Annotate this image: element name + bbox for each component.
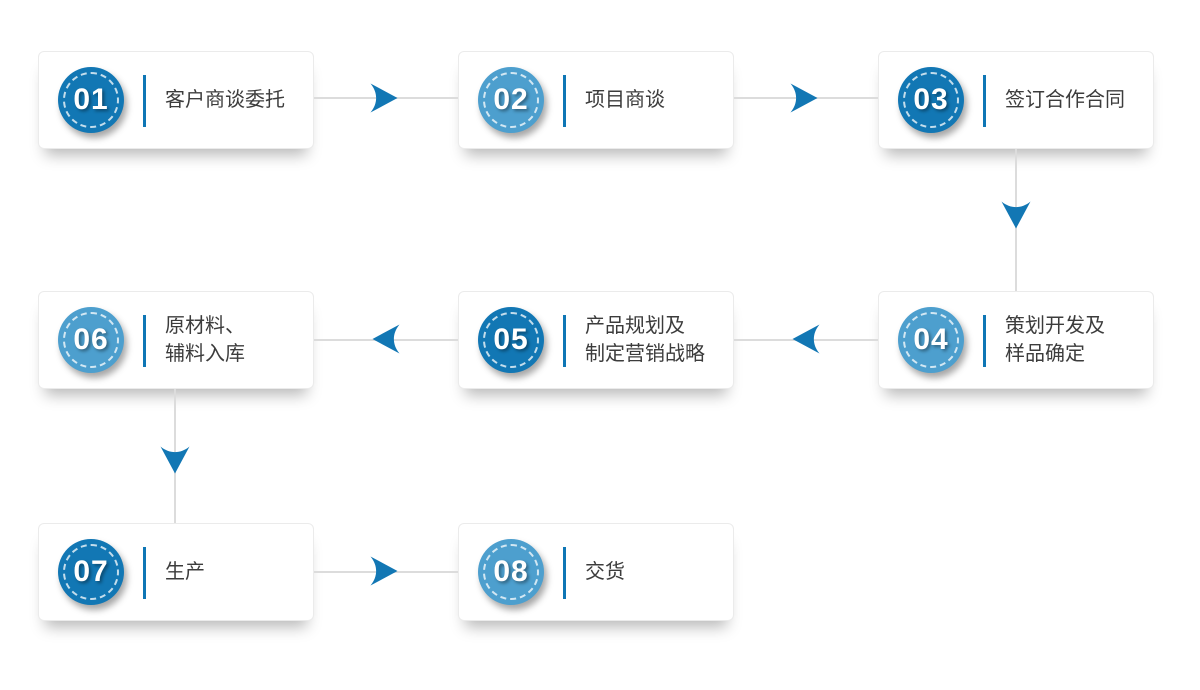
separator-line [143, 75, 146, 127]
step-card-06: 06 原材料、 辅料入库 [38, 291, 314, 389]
arrow-left-icon [792, 324, 820, 354]
step-card-05: 05 产品规划及 制定营销战略 [458, 291, 734, 389]
step-number-badge: 06 [58, 307, 124, 373]
step-number-badge: 07 [58, 539, 124, 605]
arrow-left-icon [372, 324, 400, 354]
step-number: 03 [913, 83, 949, 116]
step-card-01: 01 客户商谈委托 [38, 51, 314, 149]
step-card-02: 02 项目商谈 [458, 51, 734, 149]
step-number: 06 [73, 323, 109, 356]
dashed-ring [63, 312, 119, 368]
arrow-right-icon [370, 83, 398, 113]
arrow-right-icon [790, 83, 818, 113]
separator-line [983, 315, 986, 367]
step-card-03: 03 签订合作合同 [878, 51, 1154, 149]
step-number-badge: 01 [58, 67, 124, 133]
step-label: 项目商谈 [585, 89, 665, 111]
arrow-right-icon [370, 556, 398, 586]
step-number: 01 [73, 83, 109, 116]
step-number-badge: 04 [898, 307, 964, 373]
dashed-ring [903, 312, 959, 368]
separator-line [563, 315, 566, 367]
step-number-badge: 05 [478, 307, 544, 373]
step-card-04: 04 策划开发及 样品确定 [878, 291, 1154, 389]
step-number: 08 [493, 555, 529, 588]
dashed-ring [483, 312, 539, 368]
separator-line [983, 75, 986, 127]
step-number: 07 [73, 555, 109, 588]
separator-line [563, 547, 566, 599]
step-card-08: 08 交货 [458, 523, 734, 621]
step-label: 客户商谈委托 [165, 89, 285, 111]
arrow-down-icon [1001, 201, 1031, 229]
step-card-07: 07 生产 [38, 523, 314, 621]
step-number: 04 [913, 323, 949, 356]
arrow-down-icon [160, 446, 190, 474]
separator-line [143, 315, 146, 367]
dashed-ring [483, 544, 539, 600]
step-number-badge: 02 [478, 67, 544, 133]
dashed-ring [63, 72, 119, 128]
step-label: 交货 [585, 561, 625, 583]
step-number: 05 [493, 323, 529, 356]
separator-line [563, 75, 566, 127]
dashed-ring [63, 544, 119, 600]
step-label: 产品规划及 制定营销战略 [585, 315, 705, 365]
step-label: 签订合作合同 [1005, 89, 1125, 111]
dashed-ring [903, 72, 959, 128]
step-label: 原材料、 辅料入库 [165, 315, 245, 365]
step-number-badge: 08 [478, 539, 544, 605]
dashed-ring [483, 72, 539, 128]
step-label: 策划开发及 样品确定 [1005, 315, 1105, 365]
step-number: 02 [493, 83, 529, 116]
step-number-badge: 03 [898, 67, 964, 133]
step-label: 生产 [165, 561, 205, 583]
separator-line [143, 547, 146, 599]
